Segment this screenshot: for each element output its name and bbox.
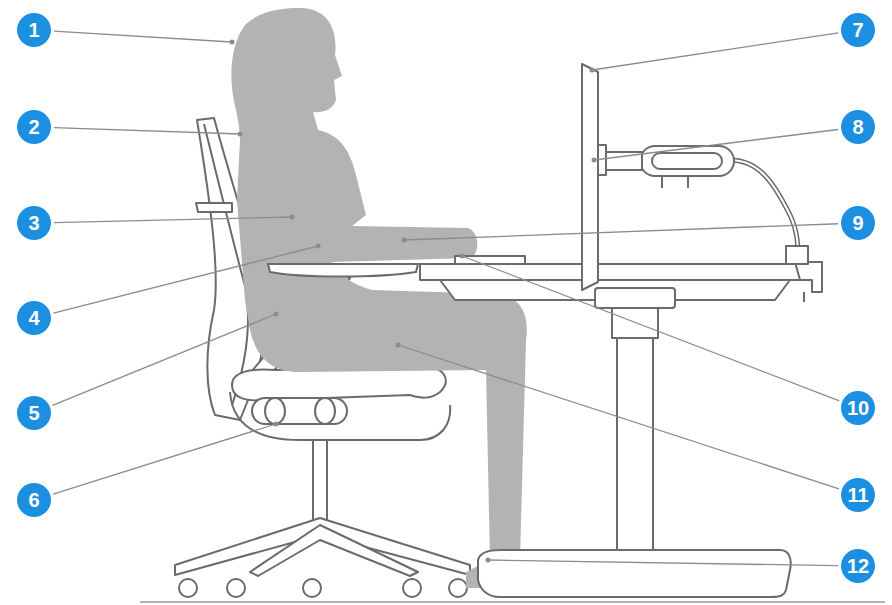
desk-clamp [795,262,822,292]
leader-line [592,33,838,70]
leader-dot [274,422,279,427]
callout-number: 8 [852,117,863,137]
monitor [582,64,598,290]
callout-number: 6 [28,490,39,510]
casters [179,579,467,597]
leader-line [404,224,838,240]
arm-upper-inner [652,153,722,169]
chair-base [250,525,418,576]
desk-foot [478,550,791,597]
leader-dot [396,343,401,348]
desk-column [617,338,653,550]
callout-number: 2 [28,117,39,137]
callout-number: 5 [28,403,39,423]
leader-dot [316,244,321,249]
leader-dot [290,215,295,220]
callout-circle: 10 [841,391,875,425]
callout-number: 7 [852,20,863,40]
callout-number: 4 [28,308,39,328]
chair-base [175,518,470,575]
arm-knob [661,176,663,188]
callout-circle: 1 [17,13,51,47]
arm-upper [640,146,734,176]
gas-column [313,440,327,520]
callout-number: 12 [847,556,869,576]
arm-knob [687,176,689,188]
callout-number: 3 [28,213,39,233]
callout-circle: 2 [17,110,51,144]
leader-dot [486,558,491,563]
callout-number: 11 [847,485,868,505]
leader-dot [590,68,595,73]
desk [420,256,822,597]
callout-number: 9 [852,213,863,233]
leader-line [53,314,276,405]
leader-line [54,217,292,223]
leader-dot [460,254,465,259]
armrest-pad [268,264,418,277]
leader-dot [238,132,243,137]
callout-circle: 9 [841,206,875,240]
floor-line [140,601,885,603]
leader-dot [274,312,279,317]
desk-motor [595,288,675,308]
monitor-arm [582,64,808,290]
leader-dot [402,238,407,243]
leader-line [53,424,276,494]
tilt-mechanism [252,398,347,424]
callout-circle: 7 [841,13,875,47]
seat-shell [230,392,450,440]
desk-top [420,264,820,280]
mechanism-knob [315,398,335,424]
callout-number: 10 [847,398,869,418]
leader-line [54,128,240,134]
leader-line [462,256,839,401]
callout-circle: 5 [17,396,51,430]
callout-circle: 12 [841,549,875,583]
callout-circle: 8 [841,110,875,144]
arm-post [786,246,808,264]
callout-circle: 6 [17,483,51,517]
callout-circle: 3 [17,206,51,240]
leader-dot [230,40,235,45]
leader-line [398,345,839,489]
callout-number: 1 [28,20,39,40]
leader-dot [592,158,597,163]
mechanism-knob [265,398,285,424]
chair-arm-bracket [196,203,232,212]
leader-line [54,31,232,42]
leader-line [53,246,318,313]
callout-circle: 4 [17,301,51,335]
clamp-screw [803,292,805,302]
leader-line [488,560,838,566]
callout-circle: 11 [841,478,875,512]
leader-line [594,129,838,160]
